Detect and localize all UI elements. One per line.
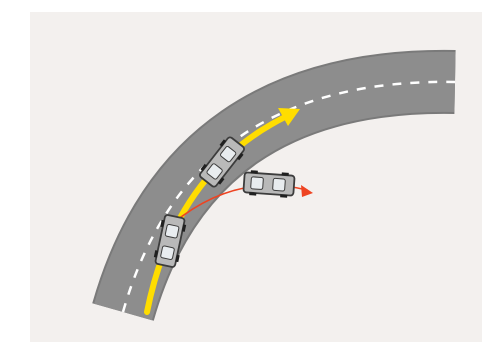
illustration-panel — [30, 12, 482, 342]
top-down-car-icon — [243, 170, 295, 198]
road-scene-diagram — [30, 12, 482, 342]
car-leaving-road — [243, 170, 295, 198]
